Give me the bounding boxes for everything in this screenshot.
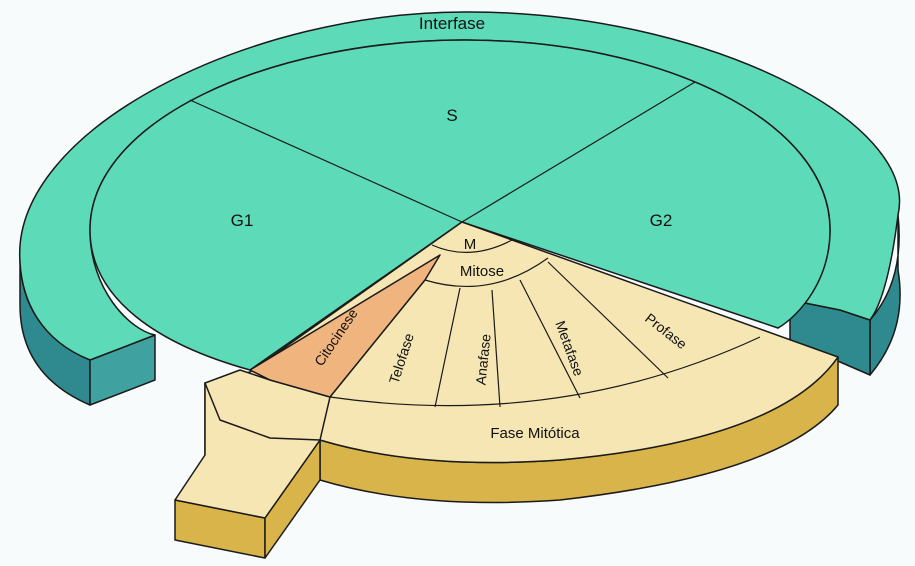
arc-mitose <box>424 257 549 288</box>
divider-g1-s <box>189 99 463 223</box>
interphase-ring-side <box>19 214 901 406</box>
arc-m <box>431 239 513 253</box>
divider-profase-end <box>547 261 669 379</box>
label-m: M <box>464 236 477 253</box>
arc-phases-outer <box>329 336 761 407</box>
label-g2: G2 <box>650 211 673 230</box>
divider-metafase-profase <box>519 279 581 399</box>
label-s: S <box>446 106 457 125</box>
divider-citocinese-telofase <box>329 279 426 398</box>
label-anafase: Anafase <box>472 333 493 386</box>
label-mitose: Mitose <box>460 263 504 280</box>
divider-anafase-metafase <box>491 289 501 408</box>
mitotic-arrow-head <box>204 369 331 441</box>
label-interfase: Interfase <box>419 14 485 33</box>
label-fase-mitotica: Fase Mitótica <box>490 425 580 442</box>
interphase-inner-disc <box>89 39 831 371</box>
mitotic-top <box>174 221 839 519</box>
divider-telofase-anafase <box>434 287 461 408</box>
divider-s-g2 <box>461 81 696 223</box>
label-g1: G1 <box>231 211 254 230</box>
